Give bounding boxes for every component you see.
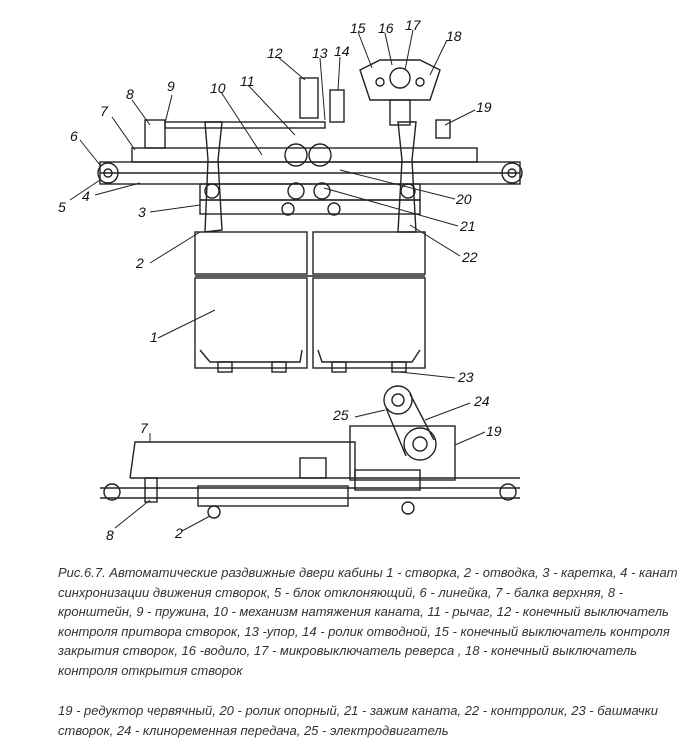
label-9: 9 xyxy=(167,78,175,94)
label-19: 19 xyxy=(476,99,492,115)
label-25: 25 xyxy=(332,407,349,423)
label-12: 12 xyxy=(267,45,283,61)
label-1: 1 xyxy=(150,329,158,345)
label-13: 13 xyxy=(312,45,328,61)
label-4: 4 xyxy=(82,188,90,204)
lower-label-19: 19 xyxy=(486,423,502,439)
figure-caption-continuation: 19 - редуктор червячный, 20 - ролик опор… xyxy=(58,703,658,738)
figure-caption: Рис.6.7. Автоматические раздвижные двери… xyxy=(58,565,678,678)
drive-head xyxy=(299,59,451,139)
label-15: 15 xyxy=(350,20,366,36)
label-5: 5 xyxy=(58,199,66,215)
lower-label-7: 7 xyxy=(140,420,149,436)
label-10: 10 xyxy=(210,80,226,96)
label-3: 3 xyxy=(138,204,146,220)
lower-label-2: 2 xyxy=(174,525,183,541)
label-6: 6 xyxy=(70,128,78,144)
leader-lines xyxy=(69,29,486,532)
label-8: 8 xyxy=(126,86,134,102)
label-24: 24 xyxy=(473,393,490,409)
label-20: 20 xyxy=(455,191,472,207)
lower-view xyxy=(100,385,520,519)
door-mechanism-drawing: 1 2 3 4 5 6 7 8 9 10 11 12 13 14 15 16 1… xyxy=(58,17,523,543)
door-hangers xyxy=(204,121,417,233)
label-16: 16 xyxy=(378,20,394,36)
lower-label-8: 8 xyxy=(106,527,114,543)
part-labels: 1 2 3 4 5 6 7 8 9 10 11 12 13 14 15 16 1… xyxy=(58,17,502,543)
deflection-pulleys xyxy=(97,162,523,184)
label-11: 11 xyxy=(240,73,255,89)
label-21: 21 xyxy=(459,218,476,234)
label-23: 23 xyxy=(457,369,474,385)
label-2: 2 xyxy=(135,255,144,271)
label-14: 14 xyxy=(334,43,350,59)
label-18: 18 xyxy=(446,28,462,44)
label-17: 17 xyxy=(405,17,422,33)
carriage-rollers xyxy=(204,143,416,216)
label-22: 22 xyxy=(461,249,478,265)
door-leaves xyxy=(194,231,426,373)
label-7: 7 xyxy=(100,103,109,119)
